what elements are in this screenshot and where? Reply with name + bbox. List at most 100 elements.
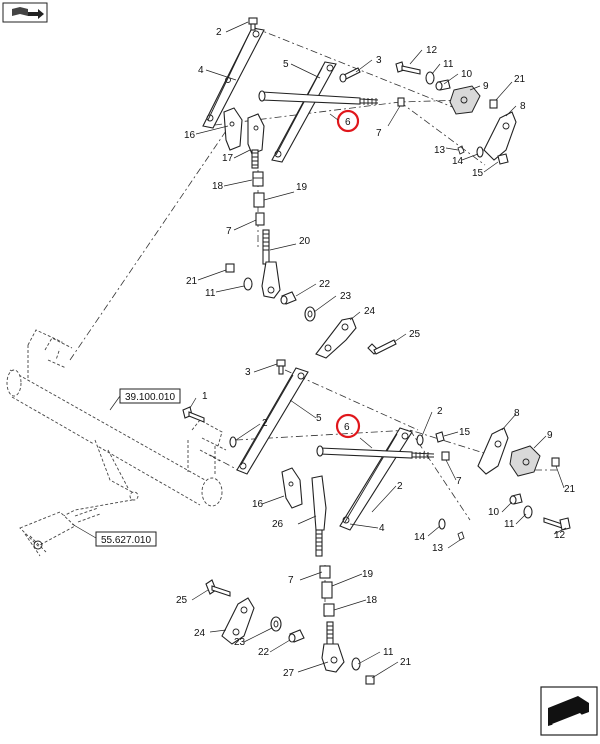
label-l7b[interactable]: 7 [288,575,294,586]
threaded-rod-17 [251,149,259,169]
lower-assembly [182,359,571,685]
washer-14-lower [438,518,446,530]
label-l26[interactable]: 26 [272,519,284,530]
label-u18[interactable]: 18 [212,181,224,192]
bolt-25-upper [367,339,397,355]
label-l2b[interactable]: 2 [437,406,443,417]
label-l19[interactable]: 19 [362,569,374,580]
shaft-6-upper [258,90,379,105]
label-u5[interactable]: 5 [283,59,289,70]
label-l13[interactable]: 13 [432,543,444,554]
label-l2a[interactable]: 2 [262,418,268,429]
label-l21b[interactable]: 21 [400,657,412,668]
label-l4[interactable]: 4 [379,523,385,534]
label-u20[interactable]: 20 [299,236,311,247]
label-u7b[interactable]: 7 [226,226,232,237]
bushing-22-upper [280,291,297,305]
pin-3-upper [339,67,361,83]
plate-5 [271,61,337,163]
label-u21b[interactable]: 21 [186,276,198,287]
washer-14-upper [476,146,484,158]
label-l3[interactable]: 3 [245,367,251,378]
label-u11a[interactable]: 11 [443,59,454,70]
frame-link-line-lower [209,454,239,471]
label-u12[interactable]: 12 [426,45,438,56]
label-u22[interactable]: 22 [319,279,331,290]
rod-26 [311,475,327,557]
label-l2c[interactable]: 2 [397,481,403,492]
plate-4 [202,27,265,129]
washer-11-upper-left [243,277,253,291]
ref-box-upper[interactable]: 39.100.010 [109,388,181,411]
callout-circle-6-upper[interactable] [336,109,360,133]
label-u10[interactable]: 10 [461,69,473,80]
label-l21[interactable]: 21 [564,484,576,495]
label-u19[interactable]: 19 [296,182,308,193]
label-l25[interactable]: 25 [176,595,188,606]
label-u25[interactable]: 25 [409,329,421,340]
label-u7a[interactable]: 7 [376,128,382,139]
label-u14[interactable]: 14 [452,156,464,167]
washer-23-lower [270,616,282,632]
label-u3[interactable]: 3 [376,55,382,66]
label-u6[interactable]: 6 [345,117,351,128]
label-l14[interactable]: 14 [414,532,426,543]
label-l9[interactable]: 9 [547,430,553,441]
label-l5[interactable]: 5 [316,413,322,424]
bolt-1 [182,406,205,423]
bracket-24-upper [315,317,357,359]
label-l11b[interactable]: 11 [383,647,394,658]
label-u9[interactable]: 9 [483,81,489,92]
bolt-12-lower [543,517,571,531]
nut-7-lower [441,451,450,461]
bolt-15-lower [435,431,445,443]
bracket-8-lower [477,427,509,475]
label-l18[interactable]: 18 [366,595,378,606]
label-u2[interactable]: 2 [216,27,222,38]
next-page-arrow-icon[interactable] [540,686,598,736]
label-l16[interactable]: 16 [252,499,264,510]
ref-lower-text: 55.627.010 [101,535,151,546]
callout-labels: 2 4 5 3 6 7 12 11 10 9 21 8 13 14 15 16 … [176,27,576,679]
label-u8[interactable]: 8 [520,101,526,112]
nut-7-lower-rod [319,565,331,579]
label-u17[interactable]: 17 [222,153,234,164]
nut-18-upper [252,171,264,187]
upper-assembly [202,17,517,359]
label-l8[interactable]: 8 [514,408,520,419]
label-l22[interactable]: 22 [258,647,270,658]
label-u15[interactable]: 15 [472,168,484,179]
label-l12[interactable]: 12 [554,530,566,541]
bushing-10-upper [435,79,451,91]
nut-7-upper [397,97,405,107]
label-l6[interactable]: 6 [344,422,350,433]
label-u11b[interactable]: 11 [205,288,216,299]
label-u4[interactable]: 4 [198,65,204,76]
label-l15[interactable]: 15 [459,427,471,438]
bolt-2-upper [248,17,258,31]
book-open-icon[interactable] [2,2,48,23]
label-u21a[interactable]: 21 [514,74,526,85]
shaft-6-lower [316,445,435,459]
label-l1[interactable]: 1 [202,391,208,402]
nut-19-lower [321,581,333,599]
label-u13[interactable]: 13 [434,145,446,156]
ref-box-lower[interactable]: 55.627.010 [71,523,157,547]
label-l27[interactable]: 27 [283,668,295,679]
frame-assembly [6,329,227,557]
rod-27 [321,621,345,673]
nut-13-lower [457,531,465,541]
rod-20 [261,229,281,299]
plate-5-lower [236,367,309,475]
label-u23[interactable]: 23 [340,291,352,302]
label-u24[interactable]: 24 [364,306,376,317]
label-l10[interactable]: 10 [488,507,500,518]
label-l11a[interactable]: 11 [504,519,515,530]
label-u16[interactable]: 16 [184,130,196,141]
label-l24[interactable]: 24 [194,628,206,639]
bushing-22-lower [288,629,305,643]
label-l23[interactable]: 23 [234,637,246,648]
nut-21-lower-left [365,675,375,685]
label-l7a[interactable]: 7 [456,476,462,487]
callout-circle-6-lower[interactable] [335,413,361,439]
